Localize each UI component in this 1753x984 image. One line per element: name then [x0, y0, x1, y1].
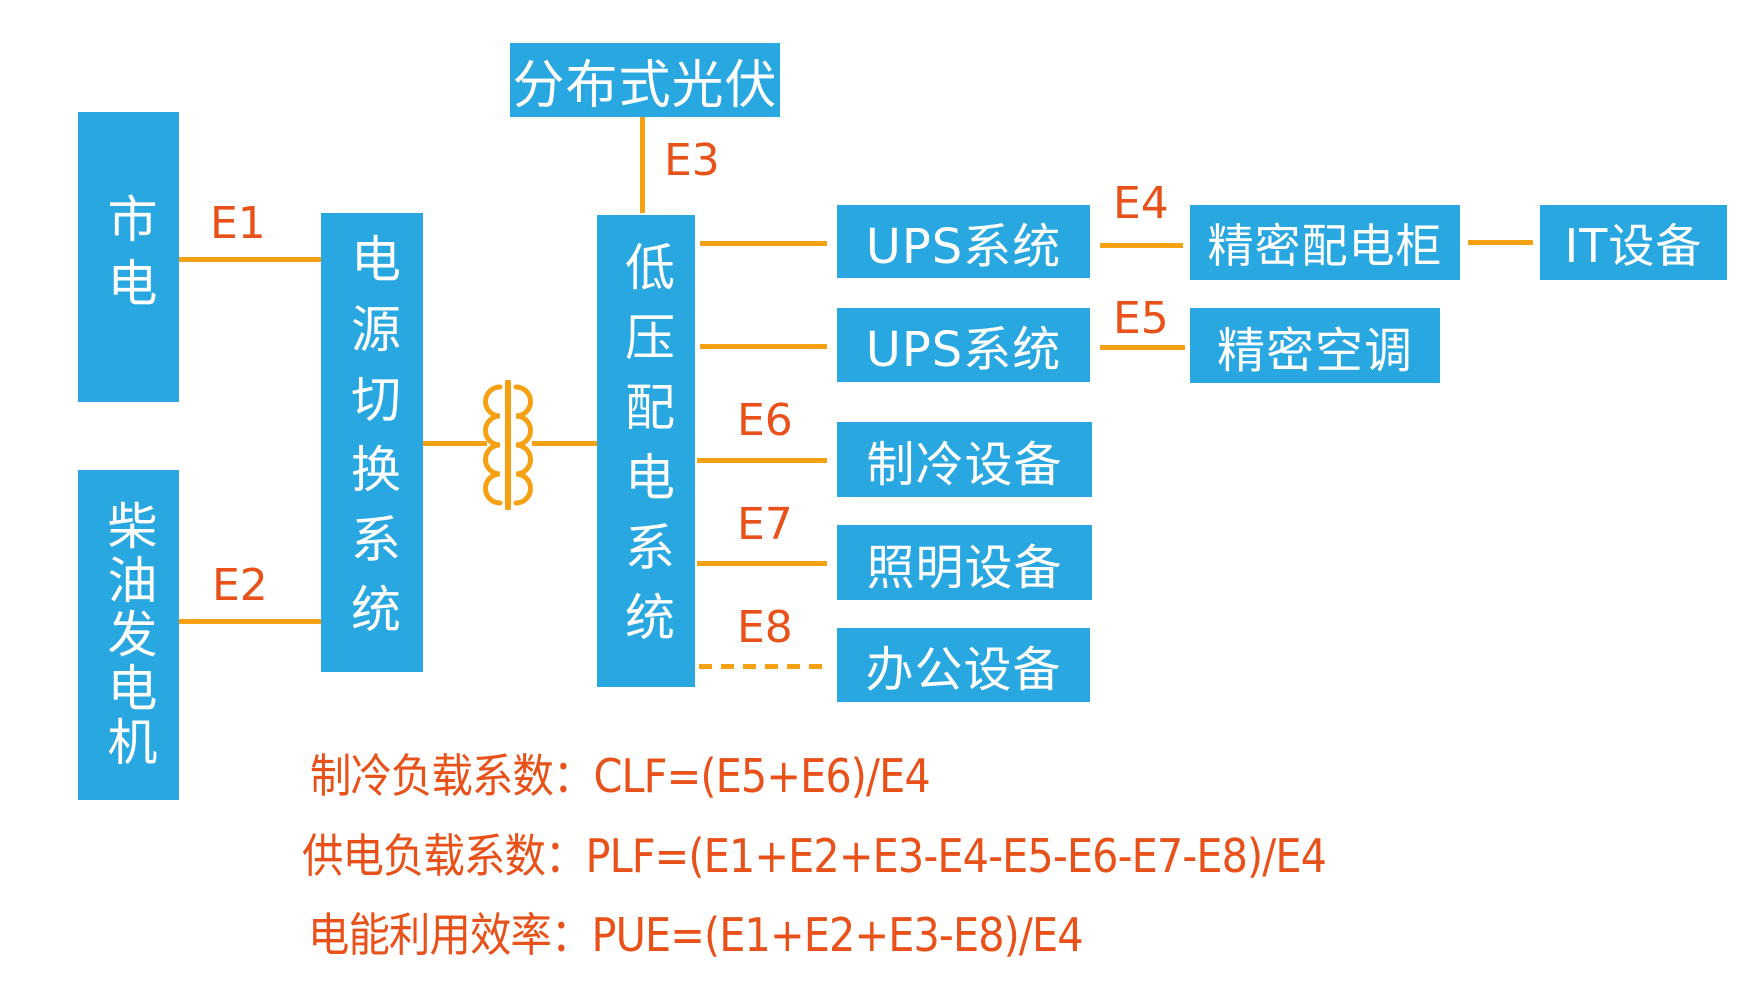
edge-e6-line — [697, 458, 827, 463]
edge-e8-label: E8 — [737, 602, 793, 653]
node-precision-power-cabinet: 精密配电柜 — [1190, 205, 1460, 280]
node-lv-distribution-system: 低压配电系统 — [597, 215, 695, 687]
node-ups-system-2: UPS系统 — [837, 308, 1090, 382]
formula-pue: 电能利用效率：PUE=(E1+E2+E3-E8)/E4 — [308, 908, 1084, 962]
transformer-coil-icon — [483, 380, 533, 510]
edge-e3-line — [640, 117, 645, 213]
edge-e6-label: E6 — [737, 395, 793, 446]
lv-to-ups2-line — [700, 344, 827, 349]
node-cooling-equipment: 制冷设备 — [837, 422, 1092, 497]
node-power-switch-system: 电源切换系统 — [321, 213, 423, 672]
edge-e5-label: E5 — [1113, 293, 1169, 344]
edge-e4-label: E4 — [1113, 178, 1169, 229]
transformer-left-lead-line — [423, 441, 487, 446]
node-office-equipment: 办公设备 — [837, 628, 1090, 702]
edge-e7-line — [697, 561, 827, 566]
edge-e3-label: E3 — [664, 135, 720, 186]
edge-e1-line — [179, 257, 321, 262]
node-it-equipment: IT设备 — [1540, 205, 1727, 280]
formula-plf: 供电负载系数：PLF=(E1+E2+E3-E4-E5-E6-E7-E8)/E4 — [302, 829, 1327, 883]
formula-clf: 制冷负载系数：CLF=(E5+E6)/E4 — [310, 749, 931, 803]
edge-e8-dashed-line — [699, 664, 827, 669]
lv-to-ups1-line — [700, 241, 827, 246]
node-precision-air-conditioning: 精密空调 — [1190, 308, 1440, 383]
node-ups-system-1: UPS系统 — [837, 205, 1090, 278]
edge-e1-label: E1 — [210, 198, 266, 249]
edge-e4-line — [1100, 243, 1183, 248]
pdu-to-it-line — [1468, 240, 1533, 245]
node-mains-power: 市电 — [78, 112, 179, 402]
edge-e2-line — [179, 619, 321, 624]
edge-e2-label: E2 — [212, 560, 268, 611]
node-distributed-pv: 分布式光伏 — [510, 43, 780, 117]
edge-e7-label: E7 — [737, 499, 793, 550]
transformer-right-lead-line — [532, 441, 597, 446]
node-lighting-equipment: 照明设备 — [837, 525, 1092, 600]
node-diesel-generator: 柴油发电机 — [78, 470, 179, 800]
edge-e5-line — [1100, 345, 1185, 350]
